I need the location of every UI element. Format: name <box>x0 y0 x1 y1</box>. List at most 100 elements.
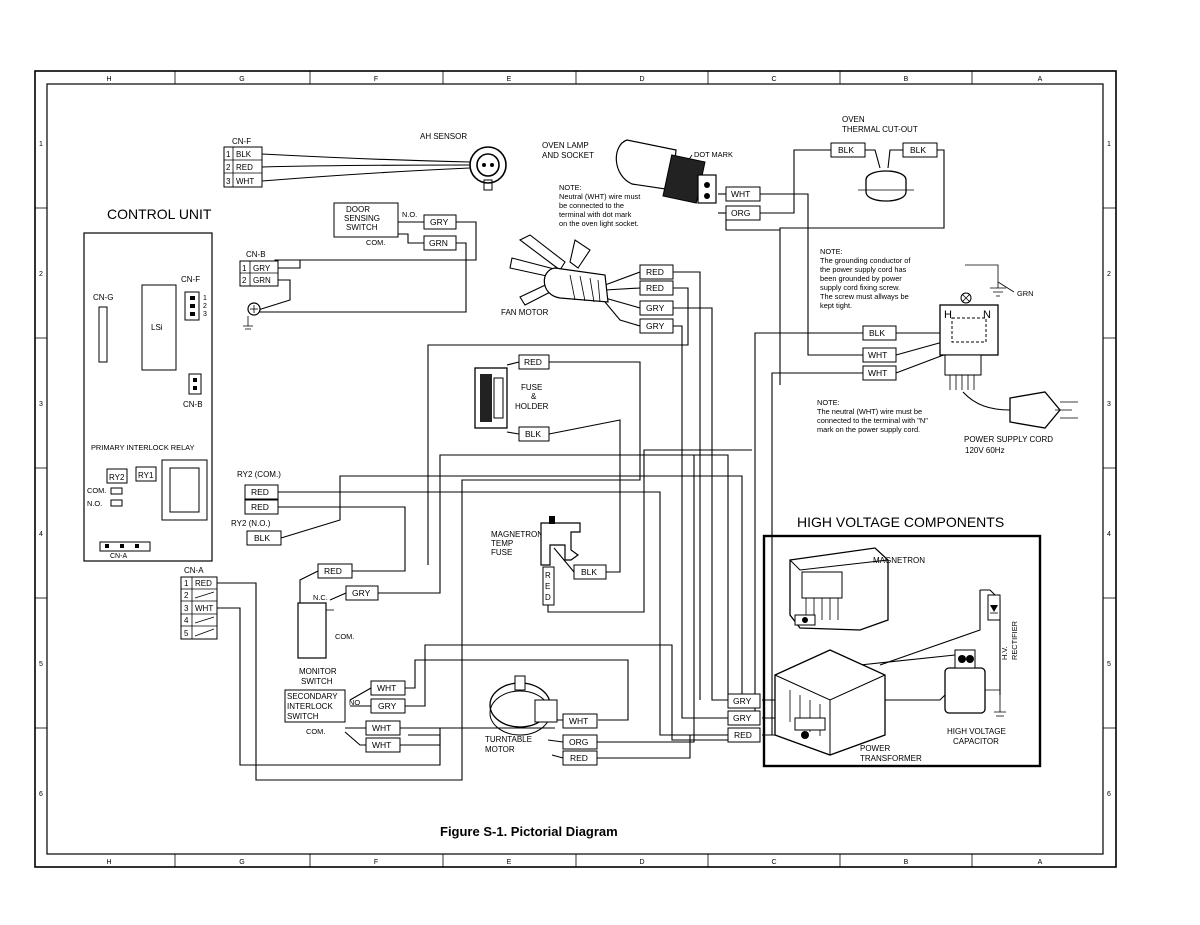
hv-input-wires: GRY GRY RED <box>727 693 761 743</box>
mag-fuse-label: TEMP <box>491 539 513 548</box>
power-cord-wires: BLK WHT WHT NOTE: The neutral (WHT) wire… <box>817 325 1078 455</box>
lamp-note: NOTE: <box>559 183 582 192</box>
ground-note: the power supply cord has <box>820 265 907 274</box>
monitor-switch-label: SWITCH <box>301 677 333 686</box>
border-frame: H G F E D C B A H G F E D C B A 1 2 3 4 … <box>34 70 1117 868</box>
figure-caption: Figure S-1. Pictorial Diagram <box>440 824 618 839</box>
border-row-number: 1 <box>39 141 43 148</box>
wire-tag: GRY <box>733 713 752 723</box>
border-col-letter: D <box>639 76 644 83</box>
border-row-number: 4 <box>39 531 43 538</box>
door-switch-label: SENSING <box>344 214 380 223</box>
pin-number: 2 <box>242 276 247 285</box>
pin-wire-color: GRN <box>253 276 271 285</box>
wire-tag: WHT <box>731 189 750 199</box>
ry2-no-label: RY2 (N.O.) <box>231 519 271 528</box>
hv-title: HIGH VOLTAGE COMPONENTS <box>797 514 1004 530</box>
wire-tag: WHT <box>868 350 887 360</box>
cn-g-connector <box>98 306 108 363</box>
rectifier-icon <box>987 594 1001 621</box>
cn-a-label: CN-A <box>184 566 204 575</box>
control-unit: CONTROL UNIT CN-G LSi CN-F 1 2 3 CN-B PR… <box>83 206 213 562</box>
lamp-note: Neutral (WHT) wire must <box>559 192 640 201</box>
wire-tag: BLK <box>838 145 854 155</box>
monitor-nc-label: N.C. <box>313 593 328 602</box>
turntable-label: MOTOR <box>485 745 515 754</box>
pin-number: 4 <box>184 616 189 625</box>
cu-cn-f-pin: 1 <box>203 295 207 302</box>
mag-fuse-label: FUSE <box>491 548 512 557</box>
pin-number: 2 <box>184 591 189 600</box>
lamp-note: terminal with dot mark <box>559 210 632 219</box>
border-col-letter: G <box>239 76 244 83</box>
turntable-motor: TURNTABLE MOTOR WHT ORG RED <box>485 675 598 766</box>
border-col-letter: C <box>771 859 776 866</box>
lsi-label: LSi <box>151 323 163 332</box>
oven-lamp: OVEN LAMP AND SOCKET DOT MARK NOTE: Neut… <box>542 139 761 228</box>
temp-fuse-icon <box>540 522 581 566</box>
door-switch-label: SWITCH <box>346 223 378 232</box>
pin-number: 1 <box>242 264 247 273</box>
fan-motor: FAN MOTOR RED RED GRY GRY <box>501 234 674 334</box>
border-row-number: 1 <box>1107 141 1111 148</box>
lamp-note: on the oven light socket. <box>559 219 639 228</box>
ground-note: NOTE: <box>820 247 843 256</box>
ground-note: supply cord fixing screw. <box>820 283 900 292</box>
monitor-switch: RED GRY N.C. COM. MONITOR SWITCH <box>297 563 379 686</box>
secondary-no-label: NO <box>349 698 360 707</box>
fuse-label: FUSE <box>521 383 542 392</box>
pin-number: 1 <box>226 150 231 159</box>
ground-note: The grounding conductor of <box>820 256 911 265</box>
lamp-note: be connected to the <box>559 201 624 210</box>
thermal-cutout-label: OVEN <box>842 115 865 124</box>
ry1-label: RY1 <box>138 471 154 480</box>
border-row-number: 2 <box>39 271 43 278</box>
wire-tag: BLK <box>525 429 541 439</box>
red-letter: R <box>545 571 551 580</box>
fuse-holder: FUSE & HOLDER RED BLK <box>474 354 550 442</box>
power-cord-label: POWER SUPPLY CORD <box>964 435 1053 444</box>
wire-tag: GRY <box>430 217 449 227</box>
secondary-interlock-switch: SECONDARY INTERLOCK SWITCH NO COM. WHT G… <box>284 680 406 753</box>
mag-fuse-label: MAGNETRON <box>491 530 543 539</box>
border-row-number: 6 <box>39 791 43 798</box>
magnetron-temp-fuse: MAGNETRON TEMP FUSE R E D BLK <box>491 516 607 606</box>
monitor-switch-icon <box>297 602 327 659</box>
cu-cn-f-pin: 2 <box>203 303 207 310</box>
door-switch-no: N.O. <box>402 210 417 219</box>
fan-motor-label: FAN MOTOR <box>501 308 549 317</box>
magnetron-label: MAGNETRON <box>873 556 925 565</box>
cn-a-board-label: CN-A <box>110 553 127 560</box>
oven-lamp-label: AND SOCKET <box>542 151 594 160</box>
pin-wire-color: RED <box>236 163 253 172</box>
wire-tag: RED <box>524 357 542 367</box>
cn-a-connector: CN-A 1 RED 2 3 WHT 4 5 <box>180 566 218 640</box>
grn-label: GRN <box>1017 289 1033 298</box>
cu-cn-f-pin: 3 <box>203 311 207 318</box>
wire-tag: ORG <box>731 208 750 218</box>
monitor-switch-label: MONITOR <box>299 667 337 676</box>
door-switch-label: DOOR <box>346 205 370 214</box>
terminal-block <box>939 304 999 356</box>
border-col-letter: H <box>106 76 111 83</box>
rectifier-label: RECTIFIER <box>1010 621 1019 660</box>
power-transformer-icon <box>774 649 886 756</box>
red-letter: D <box>545 593 551 602</box>
cn-g-label: CN-G <box>93 293 113 302</box>
door-sensing-switch: DOOR SENSING SWITCH N.O. COM. GRY GRN <box>333 202 457 251</box>
wire-tag: RED <box>646 283 664 293</box>
thermal-cutout-label: THERMAL CUT-OUT <box>842 125 918 134</box>
pin-number: 1 <box>184 579 189 588</box>
border-col-letter: E <box>507 76 512 83</box>
pin-number: 3 <box>184 604 189 613</box>
wire-tag: GRY <box>646 321 665 331</box>
relay-com-label: COM. <box>87 486 106 495</box>
wire-tag: GRY <box>378 701 397 711</box>
lsi-chip <box>141 284 177 371</box>
border-col-letter: A <box>1038 859 1043 866</box>
border-row-number: 3 <box>39 401 43 408</box>
fuse-label: HOLDER <box>515 402 549 411</box>
capacitor-label: HIGH VOLTAGE <box>947 727 1006 736</box>
neutral-note: mark on the power supply cord. <box>817 425 920 434</box>
wire-tag: WHT <box>377 683 396 693</box>
